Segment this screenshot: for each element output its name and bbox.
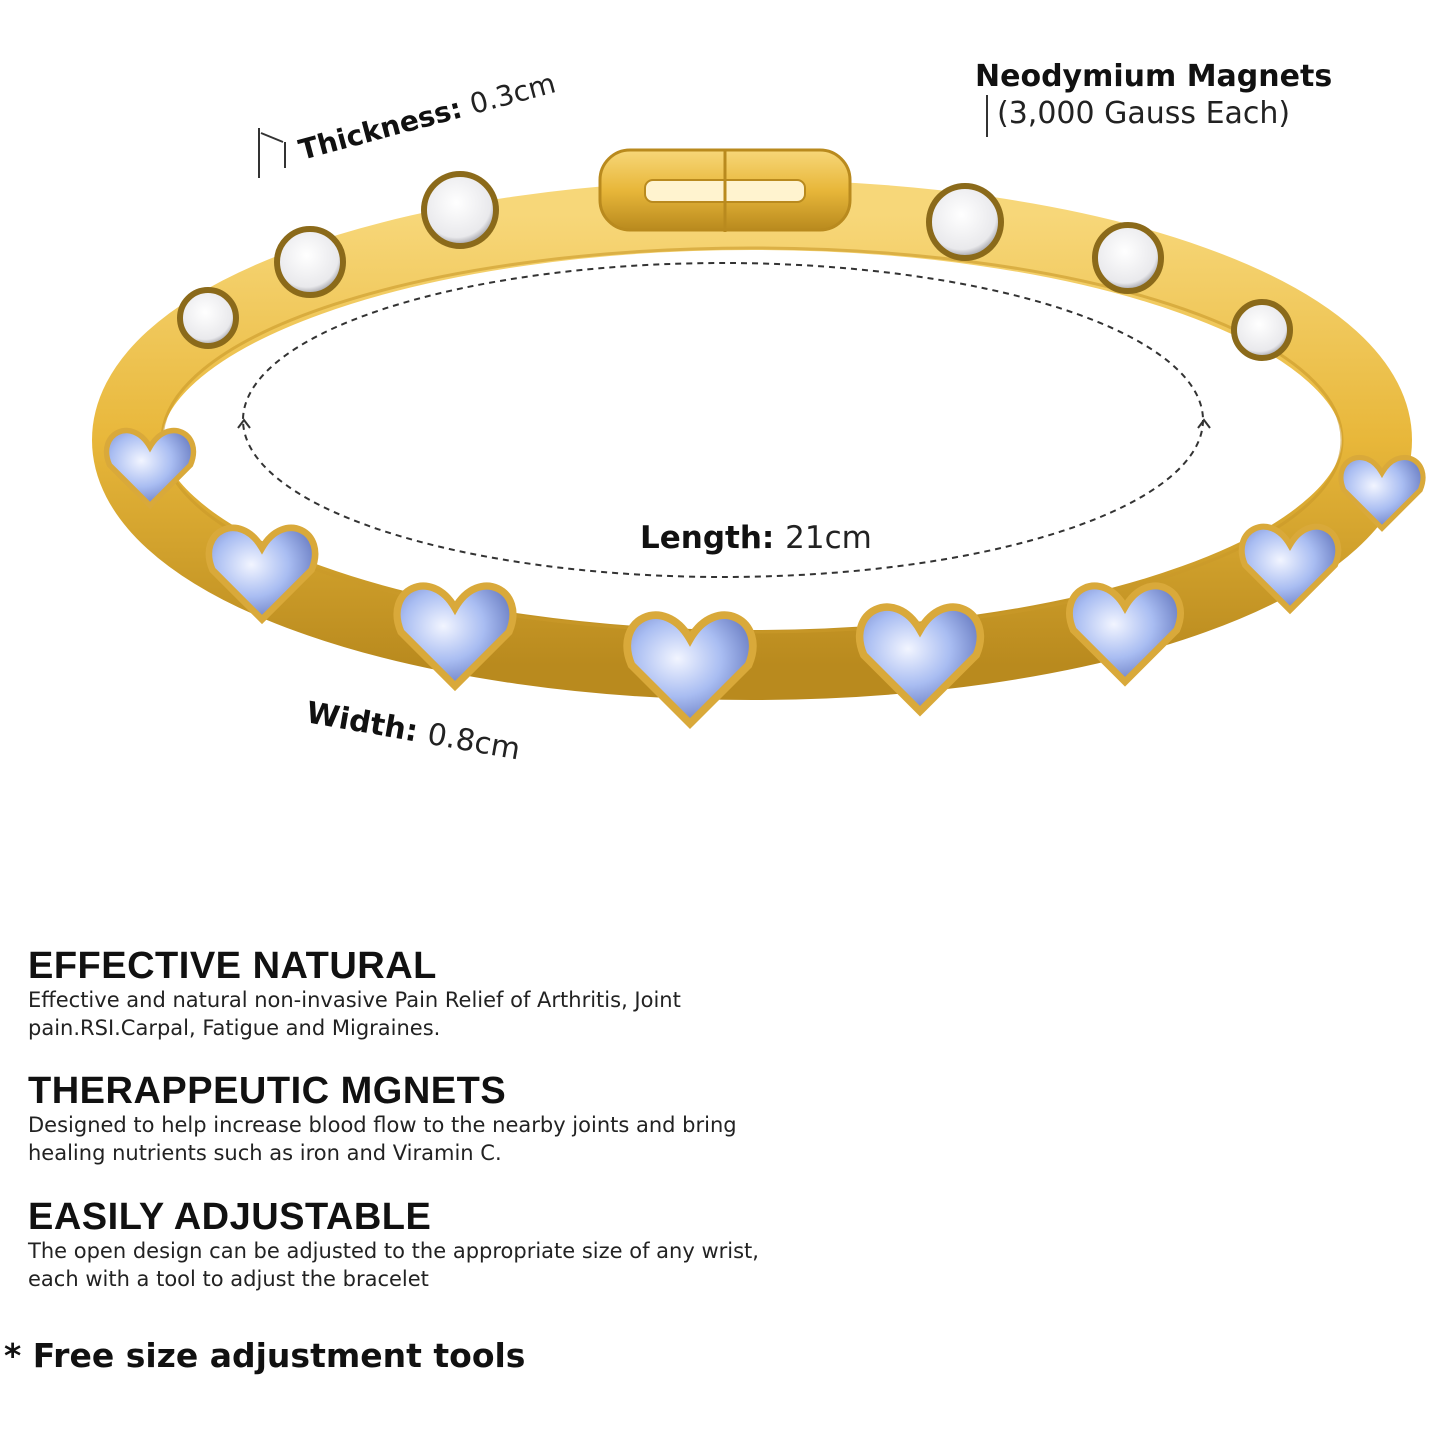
feature-easily-adjustable: EASILY ADJUSTABLE The open design can be… [28, 1197, 828, 1293]
magnets-title: Neodymium Magnets [975, 59, 1332, 94]
feature-title: EFFECTIVE NATURAL [28, 945, 437, 987]
feature-therapeutic-magnets: THERAPPEUTIC MGNETS Designed to help inc… [28, 1071, 828, 1167]
bracelet-illustration: Thickness: 0.3cm Neodymium Magnets (3,00… [92, 59, 1426, 767]
length-label: Length: 21cm [640, 520, 872, 556]
bracelet-clasp [598, 148, 852, 232]
arrow-right-icon [1197, 418, 1211, 429]
heart-crystals [103, 427, 1426, 730]
width-label: Width: 0.8cm [304, 695, 523, 767]
heart-crystal [393, 582, 517, 692]
heart-crystal [1338, 454, 1426, 532]
heart-crystal [1066, 582, 1184, 687]
feature-title: EASILY ADJUSTABLE [28, 1196, 432, 1238]
heart-crystal [103, 427, 197, 510]
feature-text: Effective and natural non-invasive Pain … [28, 988, 681, 1040]
magnet [1092, 222, 1164, 294]
heart-crystal [855, 603, 985, 717]
arrow-left-icon [237, 418, 251, 429]
feature-title: THERAPPEUTIC MGNETS [28, 1070, 507, 1112]
magnet [421, 171, 499, 249]
magnets-detail: (3,000 Gauss Each) [997, 96, 1290, 131]
magnet [274, 226, 346, 298]
feature-effective-natural: EFFECTIVE NATURAL Effective and natural … [28, 946, 828, 1042]
magnet [177, 287, 239, 349]
heart-crystal [623, 611, 757, 730]
heart-crystal [1238, 523, 1342, 615]
magnet [1231, 299, 1293, 361]
free-tools-note: * Free size adjustment tools [4, 1336, 526, 1375]
feature-text: Designed to help increase blood flow to … [28, 1113, 737, 1165]
heart-crystal [205, 524, 319, 625]
thickness-label: Thickness: 0.3cm [295, 66, 559, 166]
thickness-marker [258, 128, 286, 178]
feature-text: The open design can be adjusted to the a… [28, 1239, 759, 1291]
magnet-links [177, 171, 1293, 361]
magnet [926, 183, 1004, 261]
